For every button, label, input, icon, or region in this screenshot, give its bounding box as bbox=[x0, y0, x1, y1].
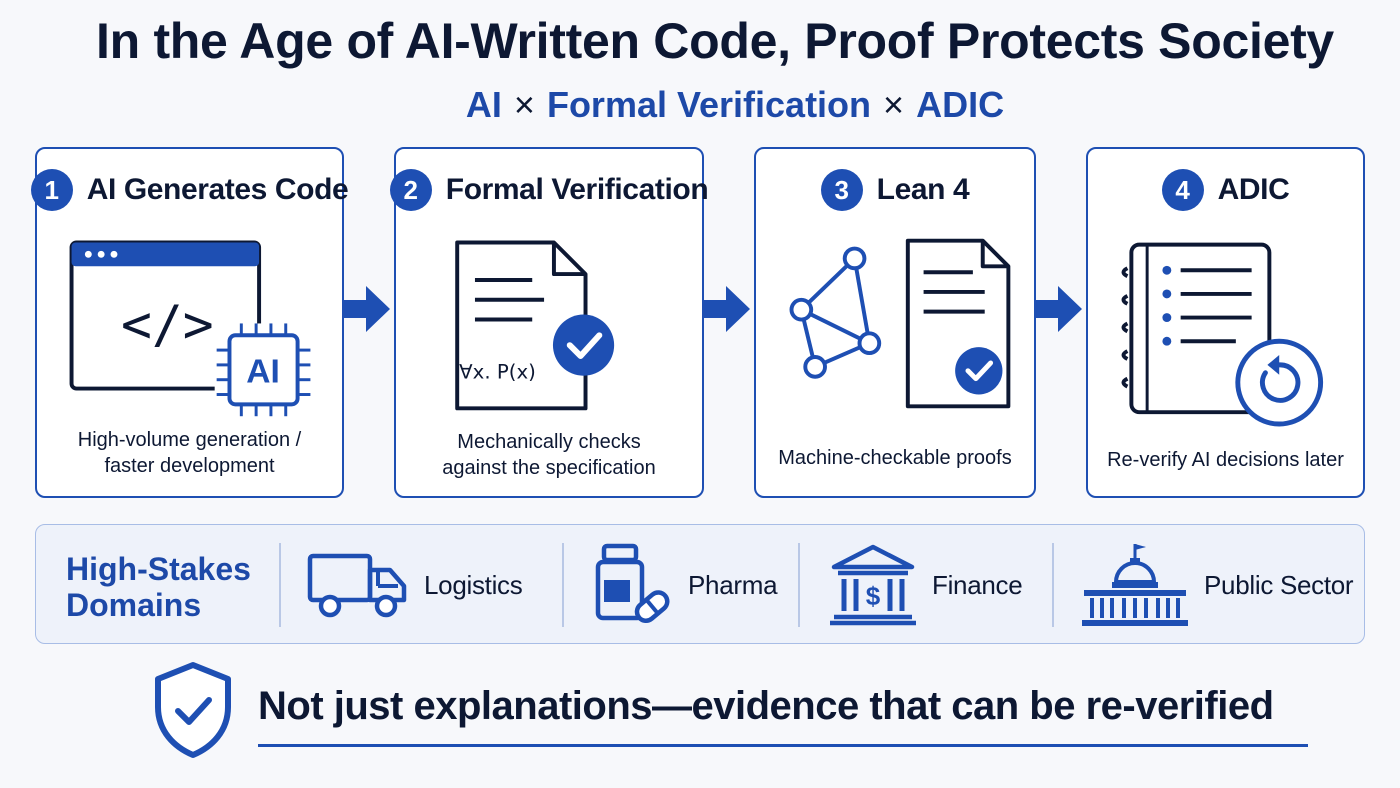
step-description-line: Mechanically checks bbox=[457, 431, 641, 453]
footer-tagline: Not just explanations—evidence that can … bbox=[258, 684, 1274, 728]
medicine-icon bbox=[595, 543, 670, 623]
step-description-line: Machine-checkable proofs bbox=[778, 447, 1012, 469]
step-description: Mechanically checks against the specific… bbox=[404, 429, 694, 481]
high-stakes-domains-panel: High-Stakes Domains Logistics Pharma bbox=[35, 524, 1365, 644]
step-title: ADIC bbox=[1217, 173, 1290, 206]
domain-divider bbox=[798, 543, 800, 627]
step-card-ai-generates-code: 1 AI Generates Code </> AI High-volume g… bbox=[30, 147, 349, 498]
step-header: 4 ADIC bbox=[1088, 169, 1363, 211]
subtitle-ai: AI bbox=[465, 84, 502, 125]
domains-label-line: High-Stakes bbox=[66, 551, 251, 587]
step-header: 3 Lean 4 bbox=[756, 169, 1034, 211]
step-card-lean-4: 3 Lean 4 Machine-checkable proofs bbox=[754, 147, 1036, 498]
code-window-ai-chip-icon: </> AI bbox=[69, 240, 324, 417]
step-card-adic: 4 ADIC Re-verify AI decisions later bbox=[1086, 147, 1365, 498]
step-header: 2 Formal Verification bbox=[389, 169, 709, 211]
page-subtitle: AI × Formal Verification × ADIC bbox=[0, 84, 1400, 126]
step-description: Machine-checkable proofs bbox=[764, 445, 1026, 471]
domain-divider bbox=[562, 543, 564, 627]
bank-icon: $ bbox=[830, 544, 916, 626]
step-description-line: faster development bbox=[104, 455, 275, 477]
step-description-line: against the specification bbox=[442, 457, 656, 479]
domain-label: Finance bbox=[932, 569, 1023, 600]
ai-chip-label: AI bbox=[246, 354, 280, 391]
step-title: Lean 4 bbox=[876, 173, 970, 206]
subtitle-adic: ADIC bbox=[916, 84, 1005, 125]
step-description-line: Re-verify AI decisions later bbox=[1107, 449, 1344, 471]
notebook-reverify-icon bbox=[1121, 242, 1324, 427]
domain-label: Logistics bbox=[424, 569, 523, 600]
domains-label-line: Domains bbox=[66, 587, 202, 623]
step-description: Re-verify AI decisions later bbox=[1096, 447, 1355, 473]
step-description-line: High-volume generation / bbox=[77, 429, 302, 451]
domain-divider bbox=[279, 543, 281, 627]
svg-text:$: $ bbox=[866, 581, 881, 611]
flow-arrow-icon bbox=[344, 286, 390, 332]
capitol-icon bbox=[1082, 544, 1188, 626]
subtitle-times-1: × bbox=[513, 84, 535, 125]
step-number-badge: 2 bbox=[389, 169, 432, 211]
step-number-badge: 4 bbox=[1161, 169, 1204, 211]
domain-divider bbox=[1052, 543, 1054, 627]
truck-icon bbox=[307, 553, 407, 618]
domain-logistics: Logistics bbox=[306, 539, 523, 631]
subtitle-formal-verification: Formal Verification bbox=[546, 84, 872, 125]
step-description: High-volume generation / faster developm… bbox=[45, 427, 334, 479]
step-header: 1 AI Generates Code bbox=[30, 169, 349, 211]
step-number-badge: 3 bbox=[820, 169, 863, 211]
shield-check-icon bbox=[155, 662, 231, 758]
subtitle-times-2: × bbox=[883, 84, 905, 125]
code-glyph: </> bbox=[121, 295, 214, 355]
domain-label: Public Sector bbox=[1204, 569, 1354, 600]
document-check-icon: ∀x. P(x) bbox=[455, 240, 615, 411]
domain-label: Pharma bbox=[688, 569, 778, 600]
formula-text: ∀x. P(x) bbox=[459, 361, 536, 384]
domain-finance: $ Finance bbox=[828, 539, 1023, 631]
flow-arrow-icon bbox=[704, 286, 750, 332]
step-title: AI Generates Code bbox=[86, 173, 349, 206]
step-card-formal-verification: 2 Formal Verification ∀x. P(x) Mechanica… bbox=[389, 147, 709, 498]
step-number-badge: 1 bbox=[30, 169, 73, 211]
graph-proof-icon bbox=[789, 238, 1011, 409]
step-title: Formal Verification bbox=[445, 173, 709, 206]
domains-label: High-Stakes Domains bbox=[66, 551, 251, 623]
footer-underline bbox=[258, 744, 1308, 747]
flow-arrow-icon bbox=[1036, 286, 1082, 332]
page-title: In the Age of AI-Written Code, Proof Pro… bbox=[96, 13, 1334, 69]
domain-public-sector: Public Sector bbox=[1080, 539, 1354, 631]
domain-pharma: Pharma bbox=[594, 539, 778, 631]
